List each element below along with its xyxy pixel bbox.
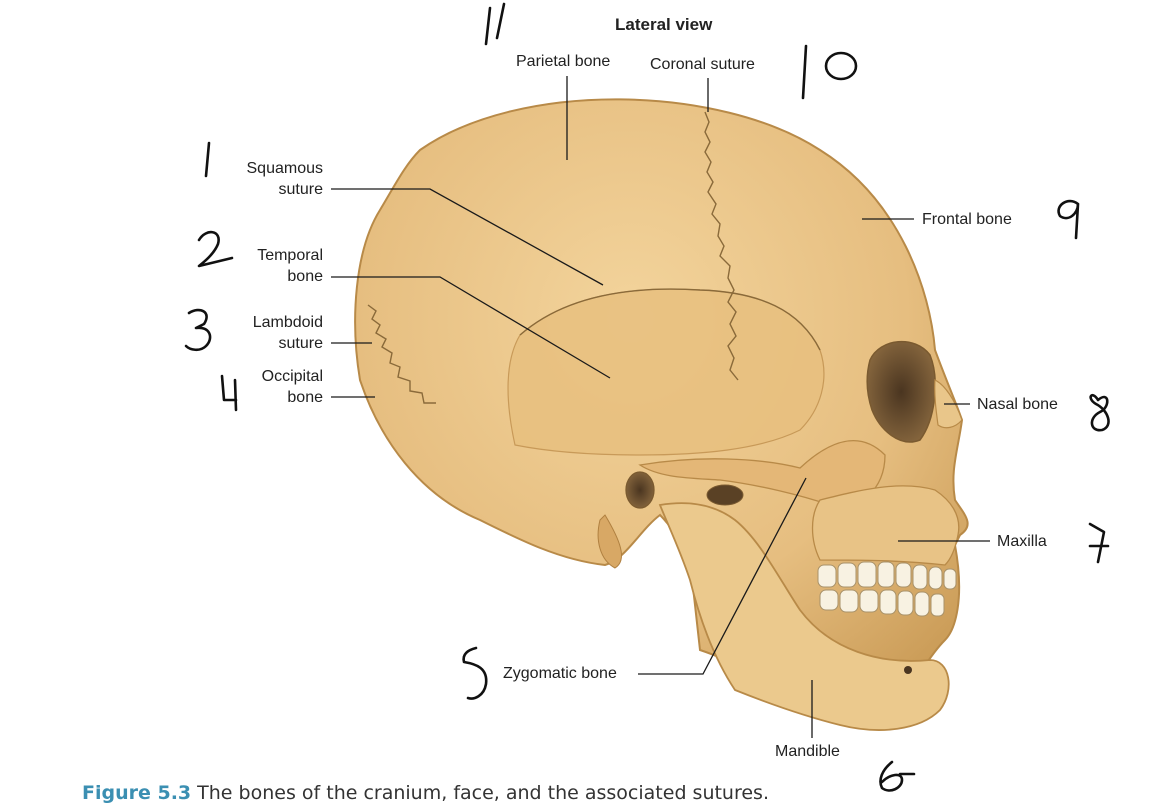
handwritten-11: [484, 2, 506, 46]
handwritten-3: [184, 308, 212, 352]
view-title: Lateral view: [615, 15, 713, 34]
handwritten-9: [1057, 199, 1080, 240]
label-occipital-bone-1: Occipital: [262, 368, 323, 385]
handwritten-8: [1089, 393, 1110, 432]
maxilla-shape: [811, 485, 960, 566]
squamous-suture-line: [519, 288, 821, 351]
handwritten-7: [1088, 522, 1110, 564]
skull-illustration: [354, 98, 969, 731]
temporal-region: [507, 288, 825, 456]
label-temporal-bone-1: Temporal: [257, 247, 323, 264]
handwritten-4: [220, 374, 238, 412]
label-frontal-bone: Frontal bone: [922, 211, 1012, 228]
figure-number: Figure 5.3: [82, 782, 192, 804]
coronal-suture-line: [704, 111, 739, 381]
orbit: [866, 341, 936, 443]
label-temporal-bone-2: bone: [287, 268, 323, 285]
label-lambdoid-suture-2: suture: [279, 335, 324, 352]
mandible-shape: [658, 502, 950, 731]
label-zygomatic-bone: Zygomatic bone: [503, 665, 617, 682]
label-maxilla: Maxilla: [997, 533, 1047, 550]
mastoid-process: [597, 514, 623, 569]
label-occipital-bone-2: bone: [287, 389, 323, 406]
handwritten-numbers: [184, 2, 1110, 792]
teeth: [817, 561, 957, 617]
label-mandible: Mandible: [775, 743, 840, 760]
lambdoid-suture-line: [367, 304, 436, 404]
zygomatic-arch: [638, 440, 886, 507]
label-coronal-suture: Coronal suture: [650, 56, 755, 73]
label-nasal-bone: Nasal bone: [977, 396, 1058, 413]
figure-caption-text: The bones of the cranium, face, and the …: [197, 782, 769, 804]
handwritten-5: [462, 646, 488, 700]
ear-canal: [625, 471, 655, 509]
label-parietal-bone: Parietal bone: [516, 53, 610, 70]
label-lambdoid-suture-1: Lambdoid: [253, 314, 323, 331]
label-squamous-suture-2: suture: [279, 181, 324, 198]
handwritten-1: [204, 141, 211, 178]
handwritten-10: [801, 44, 808, 100]
handwritten-6: [879, 760, 916, 792]
handwritten-2: [197, 230, 234, 268]
label-squamous-suture-1: Squamous: [247, 160, 324, 177]
